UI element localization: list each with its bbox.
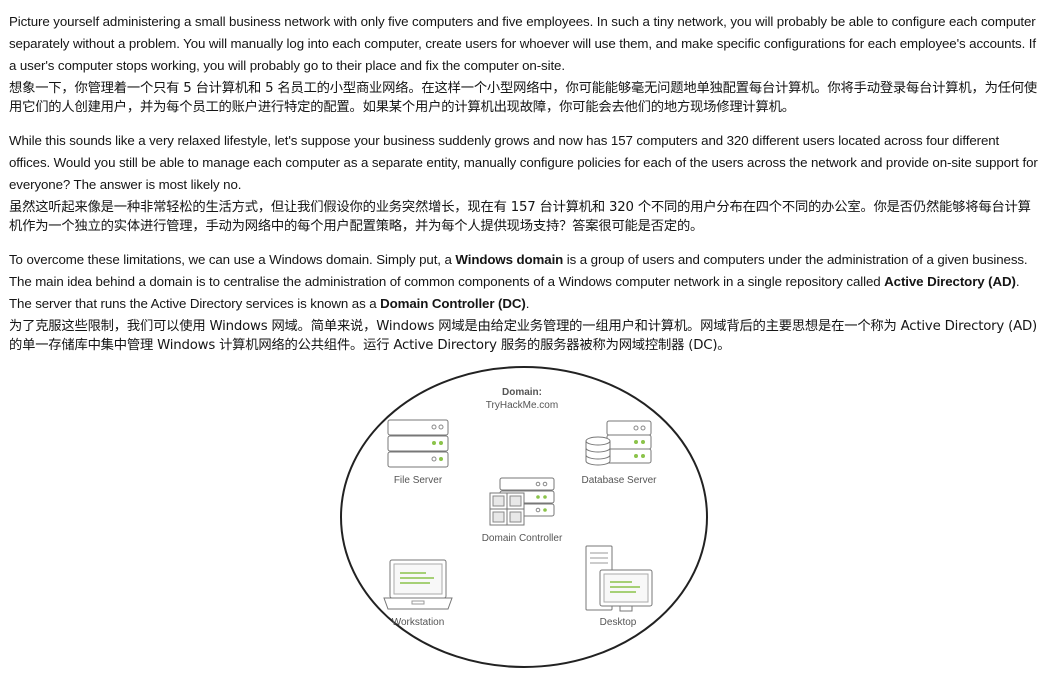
domain-title: Domain:	[502, 387, 542, 398]
p3-text-c: is a group of users and computers under …	[9, 252, 1028, 289]
p3-text-e: . The server that runs the Active Direct…	[9, 274, 1020, 311]
database-server-icon	[585, 420, 652, 466]
file-server-label: File Server	[394, 475, 443, 486]
p3-text-a: To overcome these limitations, we can us…	[9, 252, 456, 267]
paragraph-1-en: Picture yourself administering a small b…	[9, 14, 1036, 73]
domain-name: TryHackMe.com	[486, 400, 558, 411]
desktop-label: Desktop	[600, 617, 637, 628]
workstation-label: Workstation	[392, 617, 445, 628]
paragraph-2-en: While this sounds like a very relaxed li…	[9, 133, 1038, 192]
domain-controller-term: Domain Controller (DC)	[380, 296, 526, 311]
domain-controller-label: Domain Controller	[482, 533, 563, 544]
paragraph-3-en: To overcome these limitations, we can us…	[9, 249, 1039, 315]
domain-diagram: Domain: TryHackMe.com File Server	[340, 366, 708, 668]
database-server-label: Database Server	[581, 475, 657, 486]
windows-domain-term: Windows domain	[455, 252, 564, 267]
desktop-icon	[585, 545, 653, 612]
p3-text-g: .	[525, 296, 530, 311]
paragraph-2-zh: 虽然这听起来像是一种非常轻松的生活方式，但让我们假设你的业务突然增长，现在有 1…	[9, 200, 1031, 234]
paragraph-1-zh: 想象一下，你管理着一个只有 5 台计算机和 5 名员工的小型商业网络。在这样一个…	[9, 81, 1037, 115]
file-server-icon	[387, 419, 449, 468]
paragraph-3-zh: 为了克服这些限制，我们可以使用 Windows 网域。简单来说，Windows …	[9, 319, 1038, 353]
workstation-icon	[383, 559, 453, 610]
domain-controller-icon	[489, 477, 555, 526]
active-directory-term: Active Directory (AD)	[884, 274, 1016, 289]
